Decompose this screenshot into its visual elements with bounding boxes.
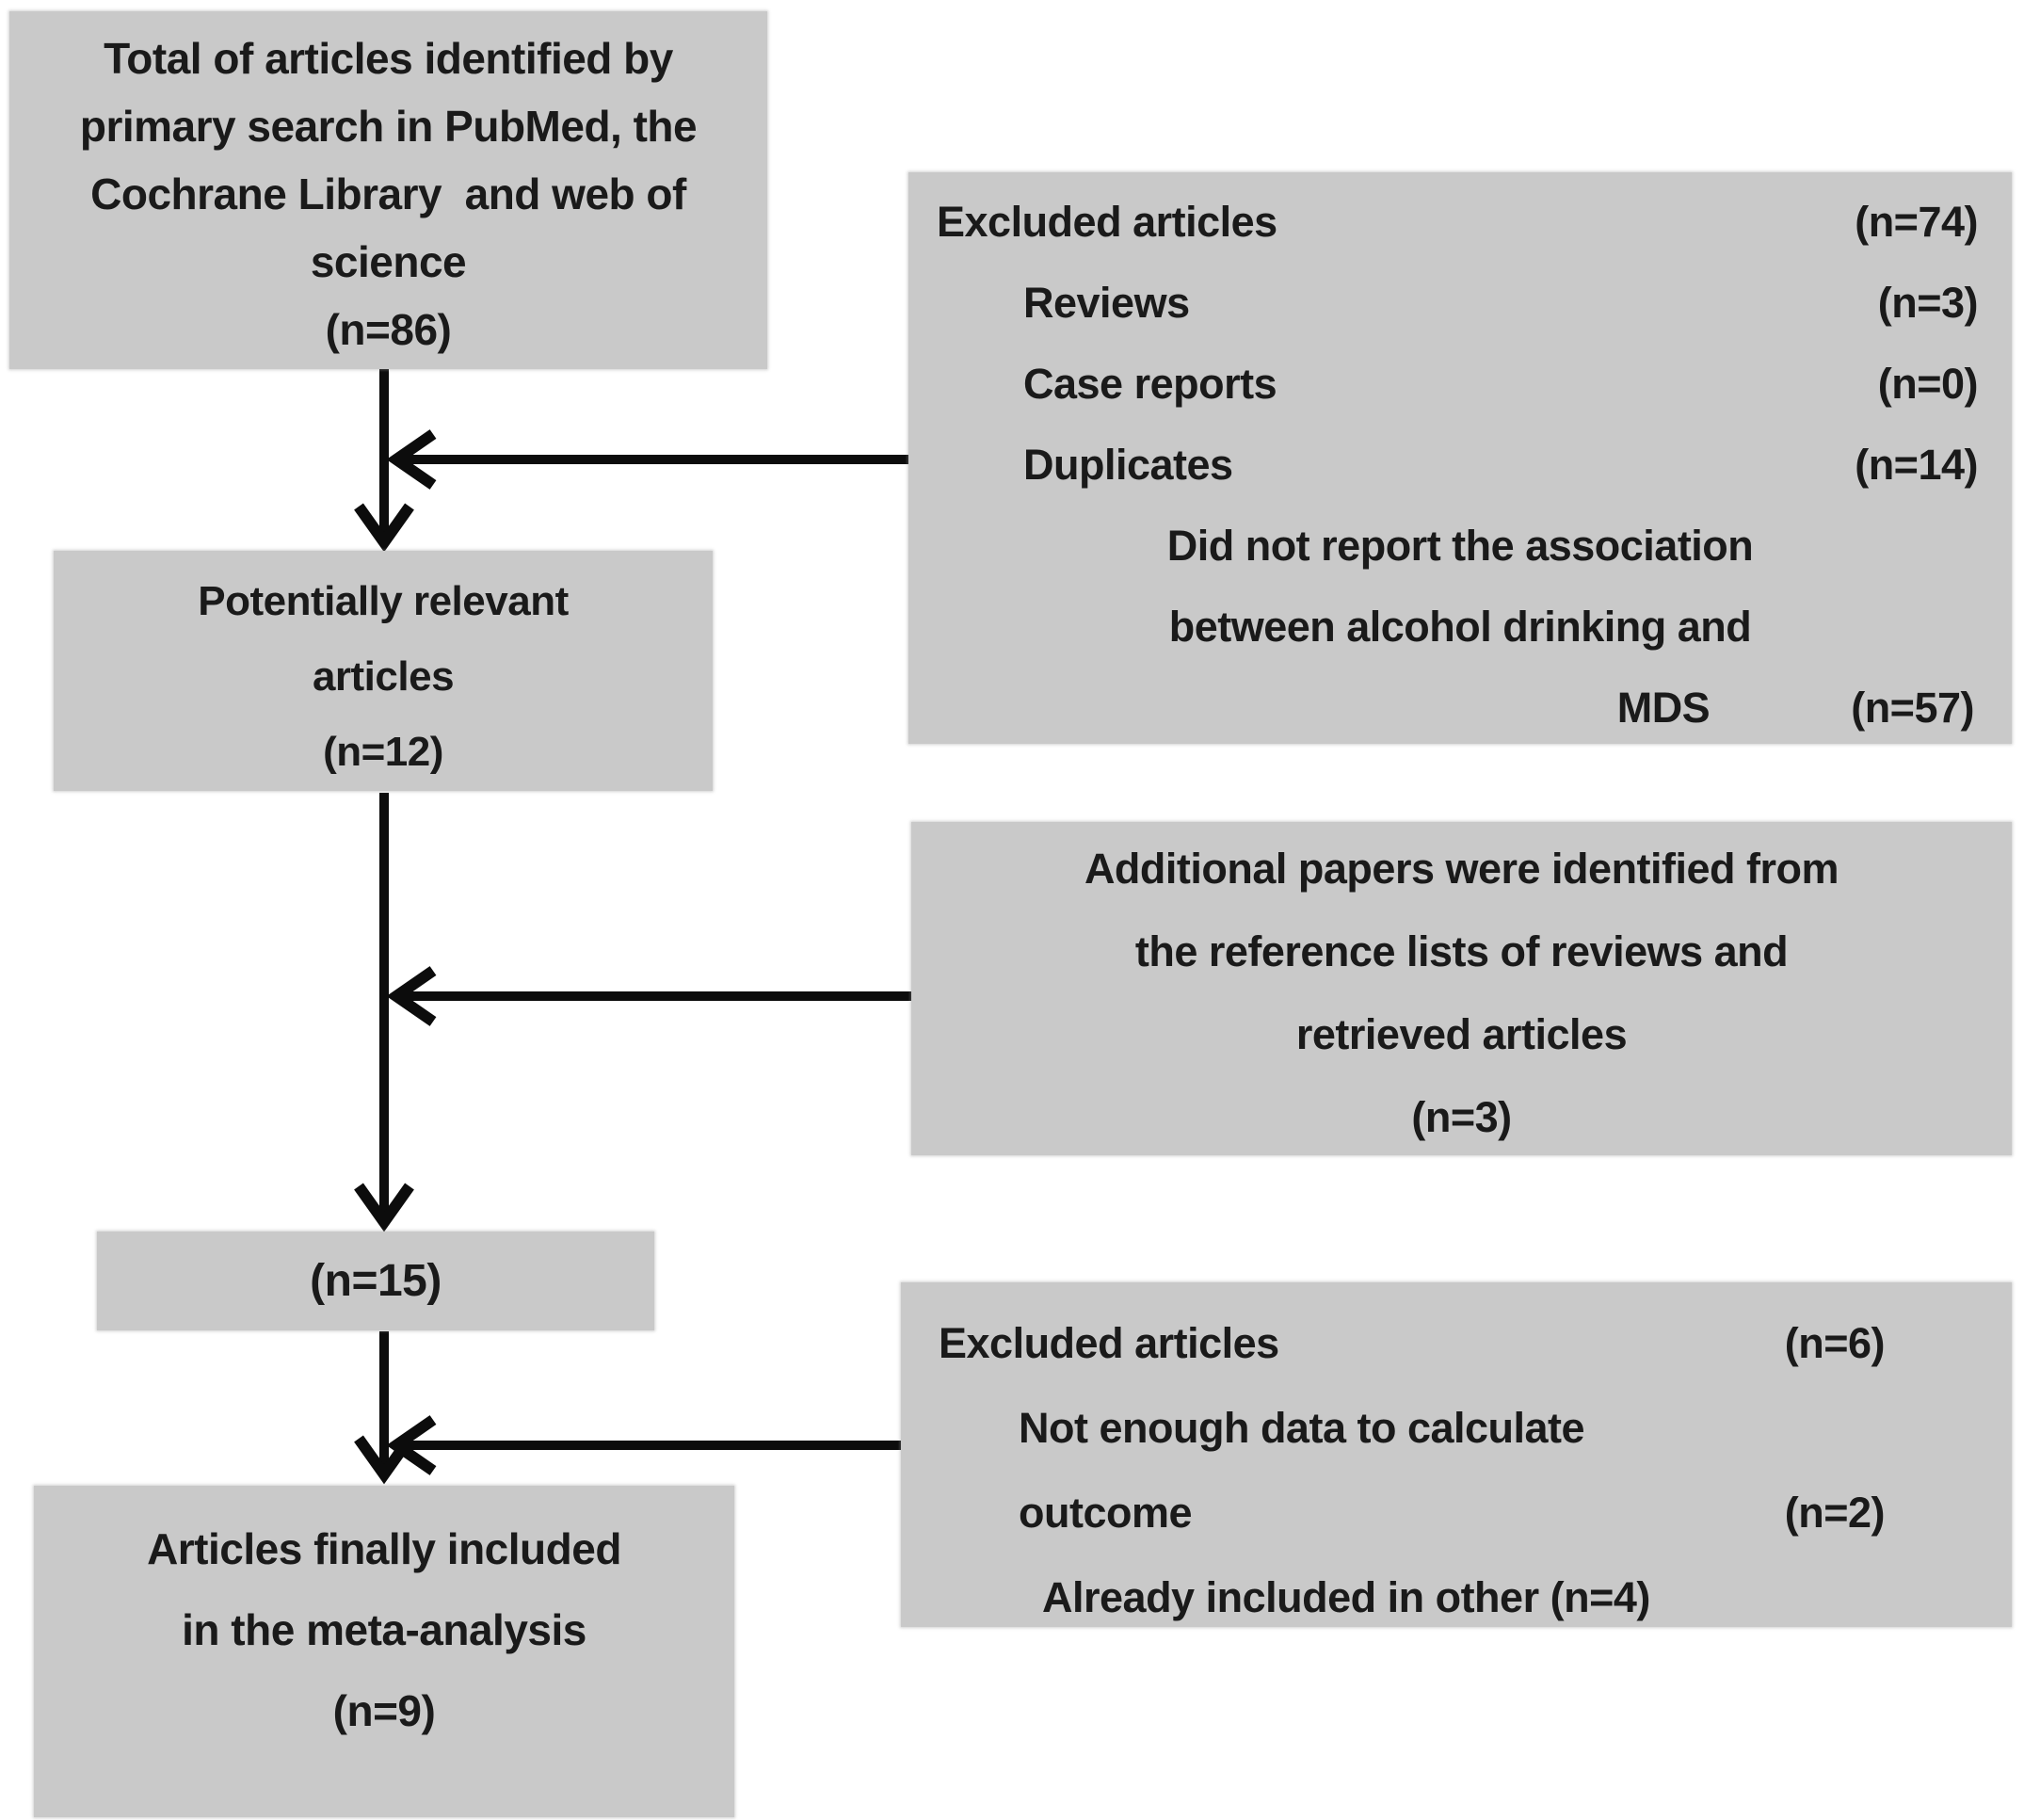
- duplicates-count: (n=14): [1855, 441, 1978, 489]
- left-arrow-2-head-icon: [386, 966, 437, 1026]
- excluded1-row: Reviews (n=3): [908, 263, 2012, 344]
- potentially-relevant-box: Potentially relevant articles (n=12): [54, 551, 713, 791]
- additional-line: retrieved articles: [1295, 1010, 1628, 1058]
- identified-articles-box: Total of articles identified by primary …: [9, 11, 767, 369]
- mds-count: (n=57): [1851, 684, 1974, 732]
- no-association-row: MDS (n=57): [908, 668, 2012, 749]
- additional-count: (n=3): [1411, 1093, 1512, 1141]
- outcome-label: outcome: [1019, 1489, 1193, 1537]
- excluded1-row: Case reports (n=0): [908, 344, 2012, 425]
- relevant-line: articles: [312, 653, 455, 700]
- n15-box: (n=15): [97, 1232, 654, 1330]
- duplicates-label: Duplicates: [1023, 441, 1233, 489]
- not-enough-data-line: Not enough data to calculate: [1019, 1404, 1585, 1452]
- case-reports-count: (n=0): [1877, 360, 1979, 408]
- final-line: Articles finally included: [147, 1524, 621, 1573]
- no-association-line: between alcohol drinking and: [1168, 603, 1752, 651]
- excluded-articles-box-1: Excluded articles (n=74) Reviews (n=3) C…: [908, 172, 2012, 744]
- excluded2-label: Excluded articles: [939, 1319, 1279, 1367]
- reviews-count: (n=3): [1877, 279, 1979, 327]
- excluded1-count: (n=74): [1855, 198, 1978, 246]
- reviews-label: Reviews: [1023, 279, 1190, 327]
- final-count: (n=9): [332, 1686, 436, 1735]
- final-included-box: Articles finally included in the meta-an…: [34, 1486, 734, 1817]
- excluded2-row: outcome (n=2): [901, 1471, 2012, 1555]
- excluded2-row: Excluded articles (n=6): [901, 1301, 2012, 1386]
- relevant-count: (n=12): [323, 729, 443, 775]
- final-line: in the meta-analysis: [182, 1605, 586, 1654]
- down-arrow-3-head-icon: [354, 1435, 414, 1485]
- case-reports-label: Case reports: [1023, 360, 1277, 408]
- additional-line: Additional papers were identified from: [1084, 845, 1839, 893]
- left-arrow-1-head-icon: [386, 429, 437, 490]
- identified-line: Total of articles identified by: [104, 34, 673, 83]
- left-arrow-3-head-icon: [386, 1415, 437, 1475]
- down-arrow-1-head-icon: [354, 503, 414, 553]
- additional-papers-box: Additional papers were identified from t…: [911, 822, 2012, 1155]
- no-association-line: Did not report the association: [1166, 522, 1754, 570]
- excluded1-label: Excluded articles: [937, 198, 1277, 246]
- excluded1-row: Excluded articles (n=74): [908, 182, 2012, 263]
- excluded2-count: (n=6): [1784, 1319, 1886, 1367]
- relevant-line: Potentially relevant: [198, 578, 569, 624]
- identified-line: Cochrane Library and web of: [90, 169, 686, 218]
- already-included-line: Already included in other (n=4): [1042, 1573, 1650, 1621]
- excluded1-row: Duplicates (n=14): [908, 425, 2012, 506]
- outcome-count: (n=2): [1784, 1489, 1886, 1537]
- excluded-articles-box-2: Excluded articles (n=6) Not enough data …: [901, 1282, 2012, 1627]
- identified-count: (n=86): [325, 305, 452, 354]
- identified-line: primary search in PubMed, the: [79, 102, 698, 151]
- n15-count: (n=15): [310, 1256, 442, 1306]
- mds-label: MDS: [1616, 684, 1711, 732]
- down-arrow-2-head-icon: [354, 1183, 414, 1232]
- additional-line: the reference lists of reviews and: [1134, 927, 1789, 975]
- identified-line: science: [310, 237, 467, 286]
